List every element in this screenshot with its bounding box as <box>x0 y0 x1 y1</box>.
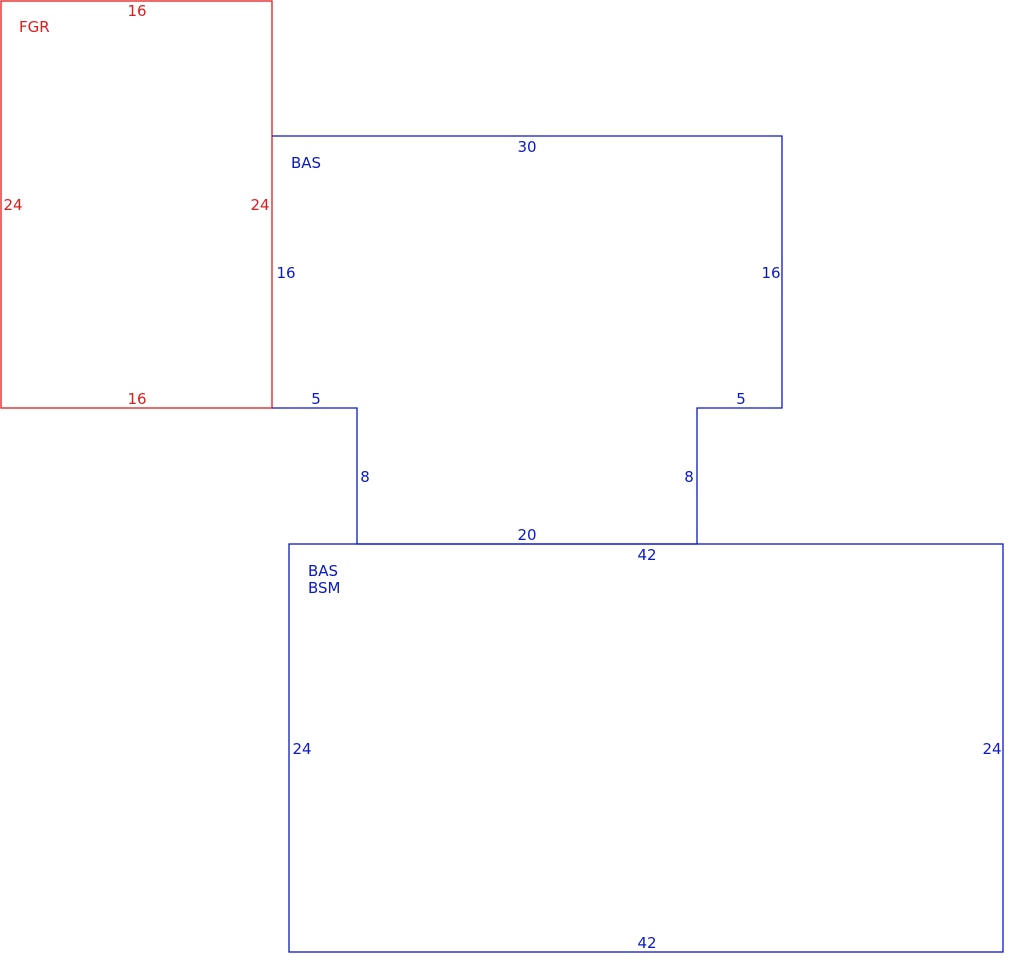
upper-dim-step-left-side: 8 <box>360 468 370 486</box>
lower-living-label-bsm: BSM <box>308 579 341 597</box>
lower-living-label-bas: BAS <box>308 562 338 580</box>
garage-outline <box>0 0 273 409</box>
upper-living-outline <box>272 135 783 545</box>
garage-dim-right: 24 <box>250 196 269 214</box>
upper-living-area: BAS 30 16 16 5 5 8 8 20 <box>272 135 783 545</box>
upper-dim-step-right-side: 8 <box>684 468 694 486</box>
upper-dim-right: 16 <box>761 264 780 282</box>
upper-dim-left: 16 <box>276 264 295 282</box>
upper-dim-step-right-top: 5 <box>736 390 746 408</box>
lower-dim-right: 24 <box>982 740 1001 758</box>
lower-living-area: BAS BSM 42 42 24 24 <box>288 543 1004 953</box>
garage-dim-left: 24 <box>3 196 22 214</box>
lower-dim-top: 42 <box>637 546 656 564</box>
garage-label: FGR <box>19 18 50 36</box>
garage-dim-top: 16 <box>127 2 146 20</box>
upper-living-label: BAS <box>291 154 321 172</box>
upper-dim-top: 30 <box>517 138 536 156</box>
upper-dim-bottom: 20 <box>517 526 536 544</box>
garage-area: FGR 16 16 24 24 <box>0 0 273 409</box>
lower-living-outline <box>288 543 1004 953</box>
upper-dim-step-left-top: 5 <box>311 390 321 408</box>
garage-dim-bottom: 16 <box>127 390 146 408</box>
lower-dim-bottom: 42 <box>637 934 656 952</box>
lower-dim-left: 24 <box>292 740 311 758</box>
